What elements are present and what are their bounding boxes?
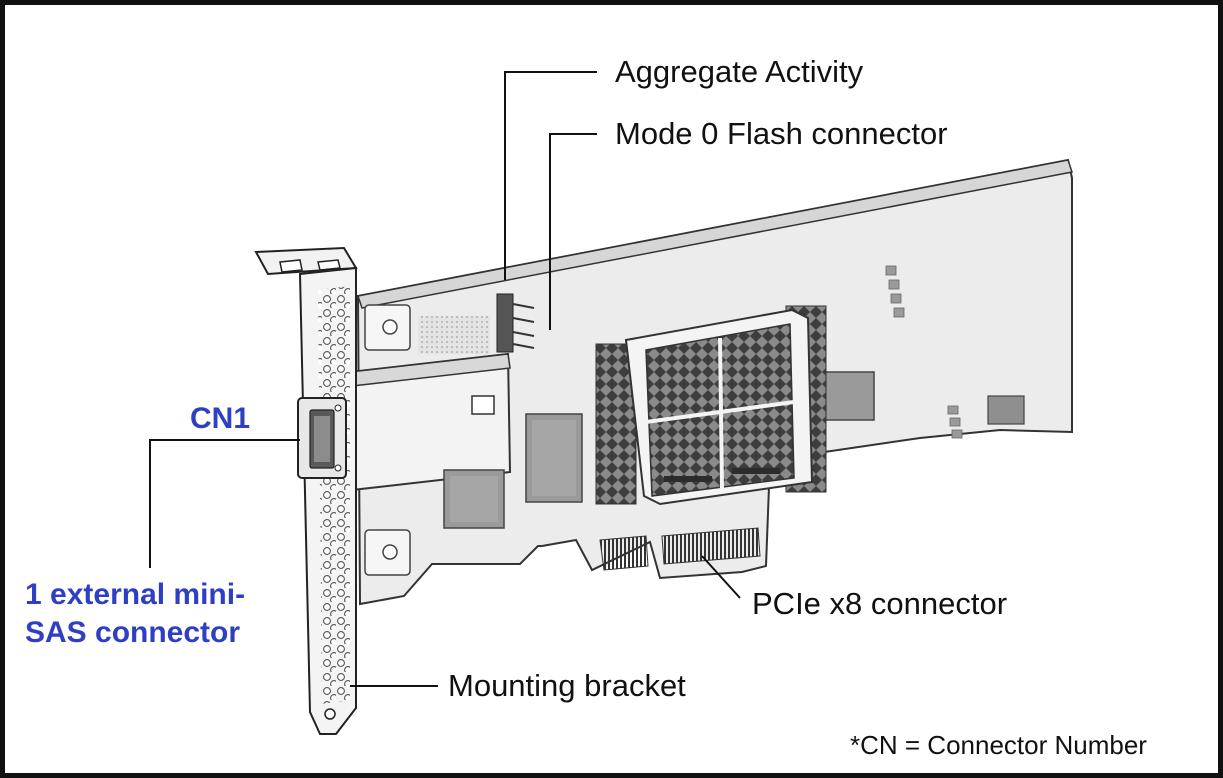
external-sas-port bbox=[297, 397, 347, 479]
leader-aggregate-activity bbox=[504, 71, 597, 280]
label-external-sas-line2: SAS connector bbox=[25, 616, 241, 649]
heatsink bbox=[595, 305, 827, 506]
board-tabs bbox=[364, 304, 411, 576]
footnote-connector-number: *CN = Connector Number bbox=[850, 730, 1147, 760]
label-cn1: CN1 bbox=[190, 402, 251, 435]
leader-lines bbox=[149, 71, 741, 687]
leader-cn1 bbox=[149, 439, 300, 568]
label-pcie-connector: PCIe x8 connector bbox=[752, 586, 1008, 621]
header-pins bbox=[496, 293, 535, 353]
mounting-bracket bbox=[254, 246, 358, 735]
sas-connector-housing bbox=[348, 352, 512, 492]
status-leds bbox=[885, 265, 963, 439]
label-mode0-flash-connector: Mode 0 Flash connector bbox=[615, 116, 948, 151]
leader-pcie bbox=[701, 555, 741, 599]
silkscreen-area bbox=[418, 316, 490, 354]
pcie-connector-fingers bbox=[599, 527, 761, 571]
leader-mode0-flash bbox=[549, 133, 597, 330]
label-aggregate-activity: Aggregate Activity bbox=[615, 54, 864, 89]
label-external-sas-line1: 1 external mini- bbox=[25, 578, 246, 611]
chips bbox=[443, 371, 1025, 529]
label-mounting-bracket: Mounting bracket bbox=[448, 668, 686, 703]
